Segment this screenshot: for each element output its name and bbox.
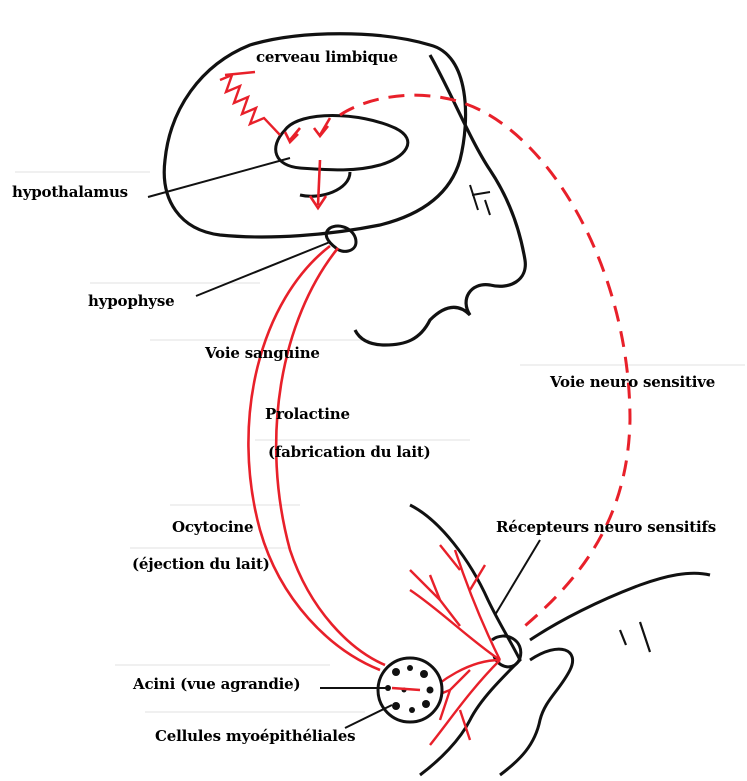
limbic-zigzag: [220, 75, 280, 135]
label-acini: Acini (vue agrandie): [133, 675, 300, 693]
label-cerveau-limbique: cerveau limbique: [256, 48, 398, 66]
hypophyse-shape: [326, 226, 356, 251]
label-prolactine: Prolactine: [265, 405, 350, 423]
label-hypothalamus: hypothalamus: [12, 183, 128, 201]
label-fabrication: (fabrication du lait): [268, 443, 431, 461]
guide-lines: [15, 172, 745, 712]
label-ocytocine: Ocytocine: [172, 518, 253, 536]
label-recepteurs: Récepteurs neuro sensitifs: [496, 518, 716, 536]
breast-outline: [410, 505, 520, 775]
label-cellules: Cellules myoépithéliales: [155, 727, 355, 745]
label-hypophyse: hypophyse: [88, 292, 174, 310]
neuro-sensitive-path: [340, 95, 630, 630]
hypothalamus-fold: [276, 116, 408, 170]
label-voie-sanguine: Voie sanguine: [205, 344, 320, 362]
baby-profile: [500, 573, 710, 775]
label-voie-neuro-sensitive: Voie neuro sensitive: [550, 373, 715, 391]
label-ejection: (éjection du lait): [132, 555, 270, 573]
